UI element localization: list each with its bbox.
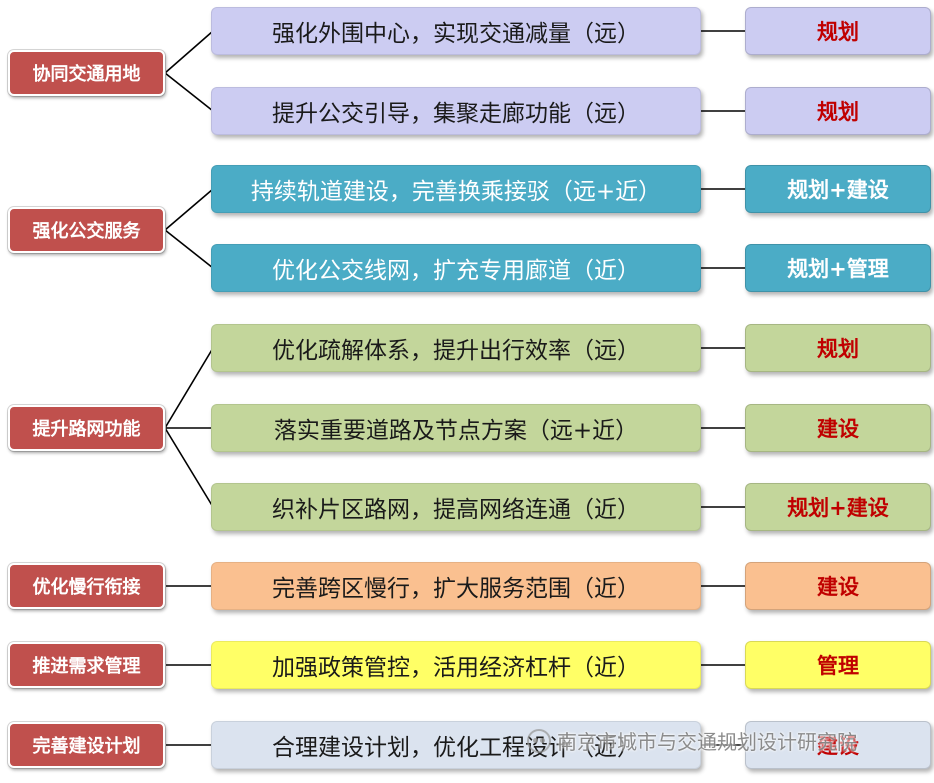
category-land-use: 协同交通用地 [8, 50, 165, 96]
category-demand-management: 推进需求管理 [8, 642, 165, 688]
category-construction-plan: 完善建设计划 [8, 722, 165, 768]
category-transit-service: 强化公交服务 [8, 207, 165, 253]
measure-box: 提升公交引导，集聚走廊功能（远） [211, 87, 701, 135]
tag-box: 规划 [745, 87, 931, 135]
tag-box: 规划+管理 [745, 244, 931, 292]
tag-box: 建设 [745, 721, 931, 769]
measure-box: 优化公交线网，扩充专用廊道（近） [211, 244, 701, 292]
category-road-network: 提升路网功能 [8, 405, 165, 451]
category-slow-traffic: 优化慢行衔接 [8, 563, 165, 609]
tag-box: 管理 [745, 641, 931, 689]
measure-box: 织补片区路网，提高网络连通（近） [211, 483, 701, 531]
tag-box: 规划 [745, 324, 931, 372]
measure-box: 优化疏解体系，提升出行效率（远） [211, 324, 701, 372]
tag-box: 规划 [745, 7, 931, 55]
tag-box: 规划+建设 [745, 483, 931, 531]
measure-box: 合理建设计划，优化工程设计（近） [211, 721, 701, 769]
tag-box: 规划+建设 [745, 165, 931, 213]
measure-box: 强化外围中心，实现交通减量（远） [211, 7, 701, 55]
tag-box: 建设 [745, 404, 931, 452]
measure-box: 落实重要道路及节点方案（远+近） [211, 404, 701, 452]
tag-box: 建设 [745, 562, 931, 610]
measure-box: 完善跨区慢行，扩大服务范围（近） [211, 562, 701, 610]
measure-box: 持续轨道建设，完善换乘接驳（远+近） [211, 165, 701, 213]
measure-box: 加强政策管控，活用经济杠杆（近） [211, 641, 701, 689]
